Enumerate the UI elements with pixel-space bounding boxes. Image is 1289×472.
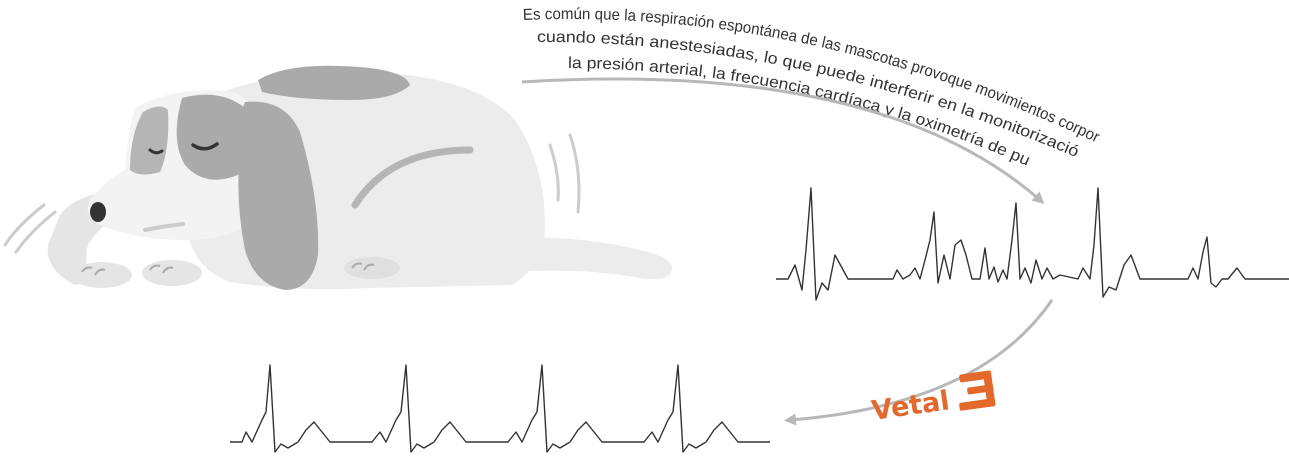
ecg-trace-clean: [230, 364, 770, 453]
dog-front-leg: [47, 190, 150, 285]
motion-lines-left: [3, 203, 57, 254]
ecg-trace-noisy: [776, 187, 1289, 301]
dog-eye-patch: [176, 94, 249, 180]
vetal-brand: Vetal: [870, 370, 996, 427]
dog-back-spot: [258, 65, 410, 100]
arrow-to-noisy-ecg: [521, 77, 1045, 204]
sleeping-dog-illustration: [3, 65, 673, 290]
dog-nose: [90, 202, 106, 222]
dog-front-paws: [72, 260, 202, 288]
dog-closed-eye-2: [148, 148, 164, 155]
dog-forehead-patch: [130, 106, 169, 175]
dog-back-paw: [344, 257, 400, 279]
vetal-logo-icon: [959, 370, 996, 411]
arrow-to-clean-ecg: [784, 299, 1054, 426]
motion-lines-right: [548, 133, 581, 214]
dog-ear: [238, 101, 319, 290]
dog-mouth: [143, 222, 185, 232]
dog-hip-line: [351, 146, 474, 209]
vetal-brand-name: Vetal: [870, 385, 952, 427]
dog-closed-eye: [191, 142, 219, 151]
